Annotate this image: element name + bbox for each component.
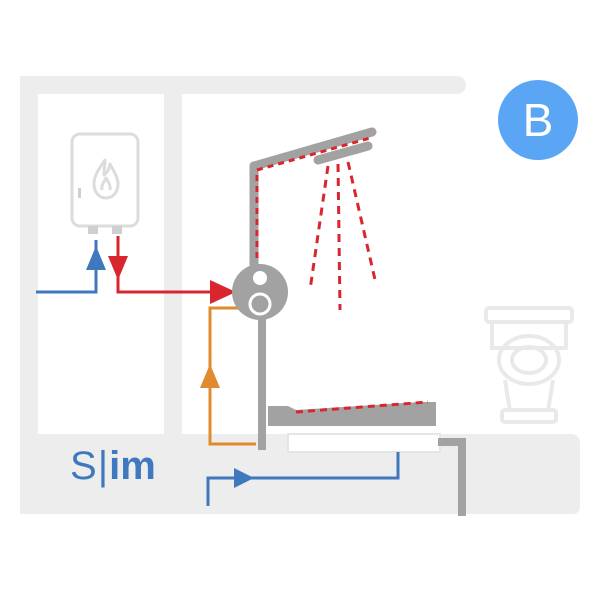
hot-arrow-right	[210, 280, 236, 304]
hot-arrow-down	[108, 256, 128, 280]
logo-letter-s: S	[70, 444, 97, 488]
hot-water-pipe	[116, 236, 222, 294]
ceiling-wall	[20, 76, 466, 94]
bath-water-line	[295, 400, 429, 414]
mixed-water-pipe	[208, 306, 256, 446]
cold-arrow-up	[86, 246, 106, 270]
shower-head-icon	[249, 127, 429, 414]
bathtub-icon	[268, 402, 441, 453]
shower-water-spray	[308, 161, 378, 311]
toilet-icon	[484, 306, 574, 424]
left-outer-wall	[20, 76, 38, 514]
water-heater-icon	[70, 132, 140, 234]
shower-mixer-icon	[232, 264, 288, 320]
floor-slab	[20, 434, 580, 514]
variant-letter: B	[522, 94, 554, 146]
drain-pipe	[438, 438, 466, 516]
inner-partition-left	[164, 76, 182, 436]
room-walls	[20, 76, 580, 514]
mixed-arrow-up	[200, 364, 220, 388]
flame-icon	[92, 158, 120, 200]
logo-letters-im: im	[109, 444, 156, 488]
logo-separator: |	[97, 444, 109, 488]
variant-badge: B	[498, 80, 578, 160]
slim-logo: S|im	[70, 444, 156, 489]
cold-arrow-right	[234, 468, 254, 488]
